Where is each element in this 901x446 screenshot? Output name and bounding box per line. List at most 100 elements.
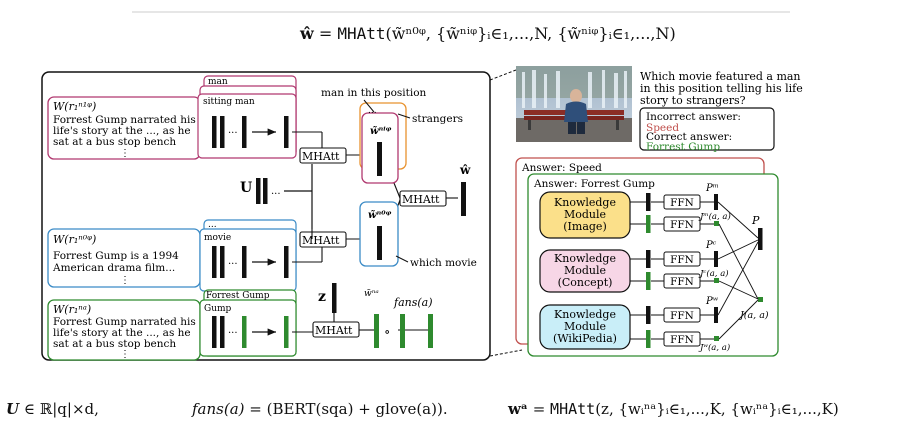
incorrect-label: Incorrect answer: — [646, 111, 741, 123]
j-final-dot — [758, 297, 763, 302]
context-box-1: W(r₁ⁿ¹ᵠ) Forrest Gump narrated his life'… — [47, 96, 201, 160]
eq-u-lhs: U — [6, 400, 20, 418]
stack-mid-label-front: movie — [204, 233, 231, 243]
mhatt-top-label: MHAtt — [302, 150, 340, 163]
stack-top: man sitting man ... — [197, 75, 297, 159]
module-wiki-l3: (WikiPedia) — [553, 332, 617, 345]
stack-bot: Forrest Gump Gump ... — [199, 289, 297, 357]
answer-fg-label: Answer: Forrest Gump — [533, 178, 655, 190]
question-line2: in this position telling his life — [640, 82, 803, 95]
bottom-equation-u: U ∈ ℝ|q|×d, — [6, 400, 99, 418]
context-box-2-line2: American drama film... — [52, 262, 175, 274]
ffn-3b: FFN — [670, 334, 694, 346]
answer-speed-label: Answer: Speed — [521, 162, 602, 174]
ffn-1a: FFN — [670, 197, 694, 209]
eq-wa-eq: = — [532, 400, 546, 418]
eq-u-rhs: ℝ|q|×d, — [39, 400, 99, 418]
question-line1: Which movie featured a man — [640, 70, 801, 83]
j-m: Jᵐ(a, a) — [698, 211, 731, 222]
scene-photo — [516, 66, 632, 142]
stack-bot-label-front: Gump — [204, 304, 232, 314]
u-dots: ... — [271, 186, 281, 197]
eq-fans-lhs: fans(a) — [192, 400, 245, 418]
module-wiki-l1: Knowledge — [554, 308, 616, 321]
module-image-l3: (Image) — [563, 220, 606, 233]
bottom-equation-fans: fans(a) = (BERT(sqa) + glove(a)). — [192, 400, 448, 418]
w-tilde-bot: w̃ⁿᵃ — [364, 288, 379, 299]
top-equation: ŵ = MHAtt(w̃ⁿ⁰ᵠ, {w̃ⁿⁱᵠ}ᵢ∈₁,...,N, {w̃ⁿⁱ… — [300, 24, 676, 43]
context-box-3-label: W(r₁ⁿᵃ) — [53, 303, 91, 316]
context-box-1-line3: sat at a bus stop bench — [53, 136, 176, 148]
context-box-3-line2: life's story at the ..., as he — [53, 327, 191, 339]
stack-top-label-front: sitting man — [203, 97, 255, 107]
module-image: Knowledge Module (Image) — [539, 191, 631, 239]
context-box-2: W(r₁ⁿ⁰ᵠ) Forrest Gump is a 1994 American… — [47, 228, 201, 288]
left-panel-frame — [41, 71, 491, 361]
p-c: Pᶜ — [705, 240, 717, 251]
annot-movie: which movie — [410, 257, 477, 269]
context-box-2-line1: Forrest Gump is a 1994 — [53, 250, 179, 262]
eq-fans-rhs: (BERT(sqa) + glove(a)). — [266, 400, 448, 418]
module-wiki-l2: Module — [564, 320, 606, 333]
circ-op: ∘ — [384, 325, 390, 340]
eq-fans-eq: = — [249, 400, 262, 418]
fan-in-lines — [717, 201, 759, 340]
module-concept: Knowledge Module (Concept) — [539, 249, 631, 293]
module-image-l2: Module — [564, 208, 606, 221]
module-outputs: FFN FFN Pᵐ Jᵐ(a, a) FFN FFN Pᶜ Jᶜ(a, a) — [630, 183, 731, 353]
eq-top-args: (w̃ⁿ⁰ᵠ, {w̃ⁿⁱᵠ}ᵢ∈₁,...,N, {w̃ⁿⁱᵠ}ᵢ∈₁,...… — [385, 24, 676, 43]
j-c: Jᶜ(a, a) — [698, 268, 729, 279]
eq-top-fn: MHAtt — [337, 24, 386, 43]
j-w: Jʷ(a, a) — [698, 342, 730, 353]
mhatt-mid-label: MHAtt — [302, 234, 340, 247]
module-concept-l1: Knowledge — [554, 252, 616, 265]
annot-position: man in this position — [321, 87, 427, 99]
stack-top-label-back: man — [208, 77, 228, 87]
context-box-3-line3: sat at a bus stop bench — [53, 338, 176, 350]
eq-wa-args: (z, {wᵢⁿᵃ}ᵢ∈₁,...,K, {wᵢⁿᵃ}ᵢ∈₁,...,K) — [595, 400, 839, 418]
w-hat-label: ŵ — [459, 163, 471, 177]
p-w: Pʷ — [705, 296, 719, 307]
stack-bot-dots: ... — [228, 325, 238, 336]
ffn-3a: FFN — [670, 310, 694, 322]
p-final-bar — [758, 228, 763, 250]
correct-label: Correct answer: — [646, 131, 732, 143]
annot-strangers: strangers — [412, 113, 463, 125]
stack-top-dots: ... — [228, 125, 238, 136]
question-line3: story to strangers? — [640, 94, 746, 107]
correct-value: Forrest Gump — [646, 141, 720, 153]
context-box-2-label: W(r₁ⁿ⁰ᵠ) — [53, 233, 96, 246]
module-concept-l3: (Concept) — [558, 276, 613, 289]
p-final-label: P — [751, 214, 760, 227]
context-box-1-line2: life's story at the ..., as he — [53, 125, 191, 137]
module-concept-l2: Module — [564, 264, 606, 277]
u-label: U — [240, 180, 252, 196]
w-tilde-mid: w̃ⁿ⁰ᵠ — [368, 210, 392, 221]
ffn-2b: FFN — [670, 276, 694, 288]
eq-top-eq: = — [318, 24, 333, 43]
fans-label: fans(a) — [393, 296, 433, 309]
mhatt-right-label: MHAtt — [402, 193, 440, 206]
eq-wa-lhs: wᵃ — [508, 400, 528, 418]
context-box-1-vdots: ⋮ — [120, 148, 130, 159]
stack-mid-label-back: ... — [208, 220, 217, 230]
context-box-1-label: W(r₁ⁿ¹ᵠ) — [53, 100, 96, 113]
w-tilde-top: w̃ⁿⁱᵠ — [370, 126, 392, 137]
z-label: z — [318, 289, 326, 305]
ffn-2a: FFN — [670, 254, 694, 266]
eq-top-lhs: ŵ — [300, 24, 314, 43]
bottom-equation-wa: wᵃ = MHAtt(z, {wᵢⁿᵃ}ᵢ∈₁,...,K, {wᵢⁿᵃ}ᵢ∈₁… — [508, 400, 839, 418]
stack-mid: ... movie ... — [199, 219, 297, 292]
ffn-1b: FFN — [670, 219, 694, 231]
context-box-2-vdots: ⋮ — [120, 275, 130, 286]
stack-mid-dots: ... — [228, 256, 238, 267]
context-box-3: W(r₁ⁿᵃ) Forrest Gump narrated his life's… — [47, 299, 201, 361]
mhatt-bot-label: MHAtt — [315, 324, 353, 337]
module-image-l1: Knowledge — [554, 196, 616, 209]
orange-dots: ... — [368, 106, 377, 116]
incorrect-value: Speed — [646, 122, 679, 134]
p-m: Pᵐ — [705, 183, 719, 194]
context-box-3-vdots: ⋮ — [120, 349, 130, 360]
module-wiki: Knowledge Module (WikiPedia) — [539, 304, 631, 350]
